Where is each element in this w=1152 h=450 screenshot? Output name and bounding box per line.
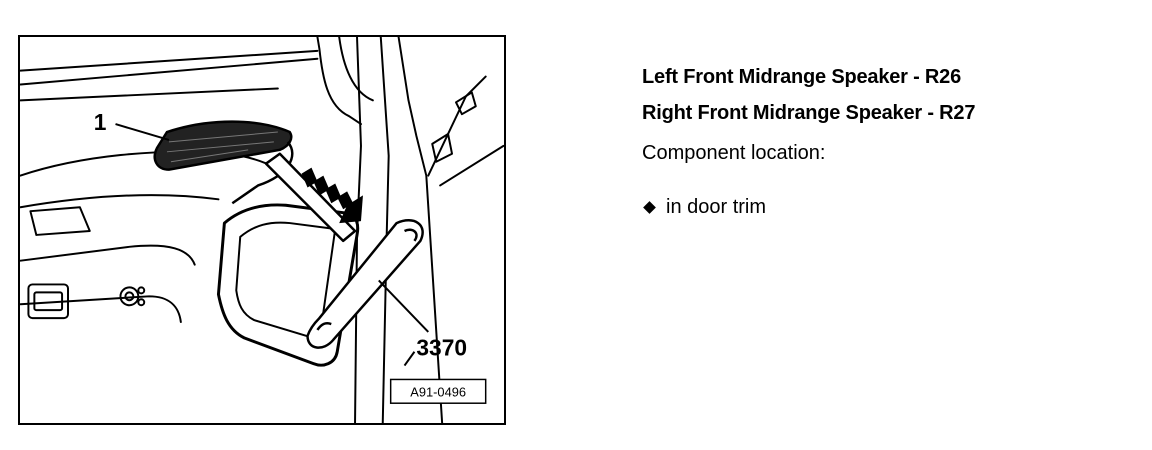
location-list: in door trim — [642, 194, 1122, 220]
callout-leader-3370 — [378, 279, 429, 333]
heading-left-speaker: Left Front Midrange Speaker - R26 — [642, 66, 962, 88]
ref-number-box — [389, 378, 487, 404]
trim-line — [20, 87, 279, 102]
location-list-item: in door trim — [642, 194, 1122, 220]
window-switch — [27, 283, 69, 320]
component-location-label: Component location: — [642, 142, 826, 164]
mirror-base — [316, 37, 362, 126]
frame-edge — [439, 144, 504, 187]
callout-label-1: 1 — [94, 109, 107, 135]
removal-tool-3370 — [264, 152, 424, 349]
clip-bracket — [455, 91, 477, 116]
diamond-bullet-icon — [643, 200, 656, 214]
ref-number: A91-0496 — [410, 384, 466, 399]
clip-bracket — [431, 133, 454, 163]
pillar-edge — [379, 37, 390, 423]
frame-edge — [397, 37, 444, 423]
switch-panel-line — [20, 295, 182, 324]
callout-label-3370: 3370 — [416, 335, 467, 361]
heading-right-speaker: Right Front Midrange Speaker - R27 — [642, 102, 976, 124]
mirror-edge — [338, 37, 374, 102]
direction-arrow-icon — [301, 167, 363, 224]
mirror-adjust-dot — [137, 298, 146, 307]
armrest-panel-line — [20, 244, 196, 266]
component-heading: Left Front Midrange Speaker - R26 Right … — [642, 64, 1122, 126]
trim-line — [20, 57, 319, 86]
handle-recess — [29, 206, 91, 236]
component-description: Left Front Midrange Speaker - R26 Right … — [642, 64, 1122, 220]
location-item-label: in door trim — [666, 196, 767, 218]
door-trim-illustration: 1 3370 A91-0496 — [18, 35, 506, 425]
callout-tick — [403, 351, 416, 367]
illustration-drawing: 1 3370 A91-0496 — [20, 37, 504, 423]
mirror-adjust-knob-center — [124, 291, 135, 302]
mirror-adjust-knob — [119, 286, 140, 307]
callout-leader-1 — [115, 123, 170, 141]
trim-line — [20, 49, 319, 72]
window-switch-inner — [33, 291, 64, 312]
pillar-edge — [354, 37, 362, 423]
armrest-lower-line — [20, 194, 220, 209]
mirror-adjust-dot — [137, 286, 146, 295]
